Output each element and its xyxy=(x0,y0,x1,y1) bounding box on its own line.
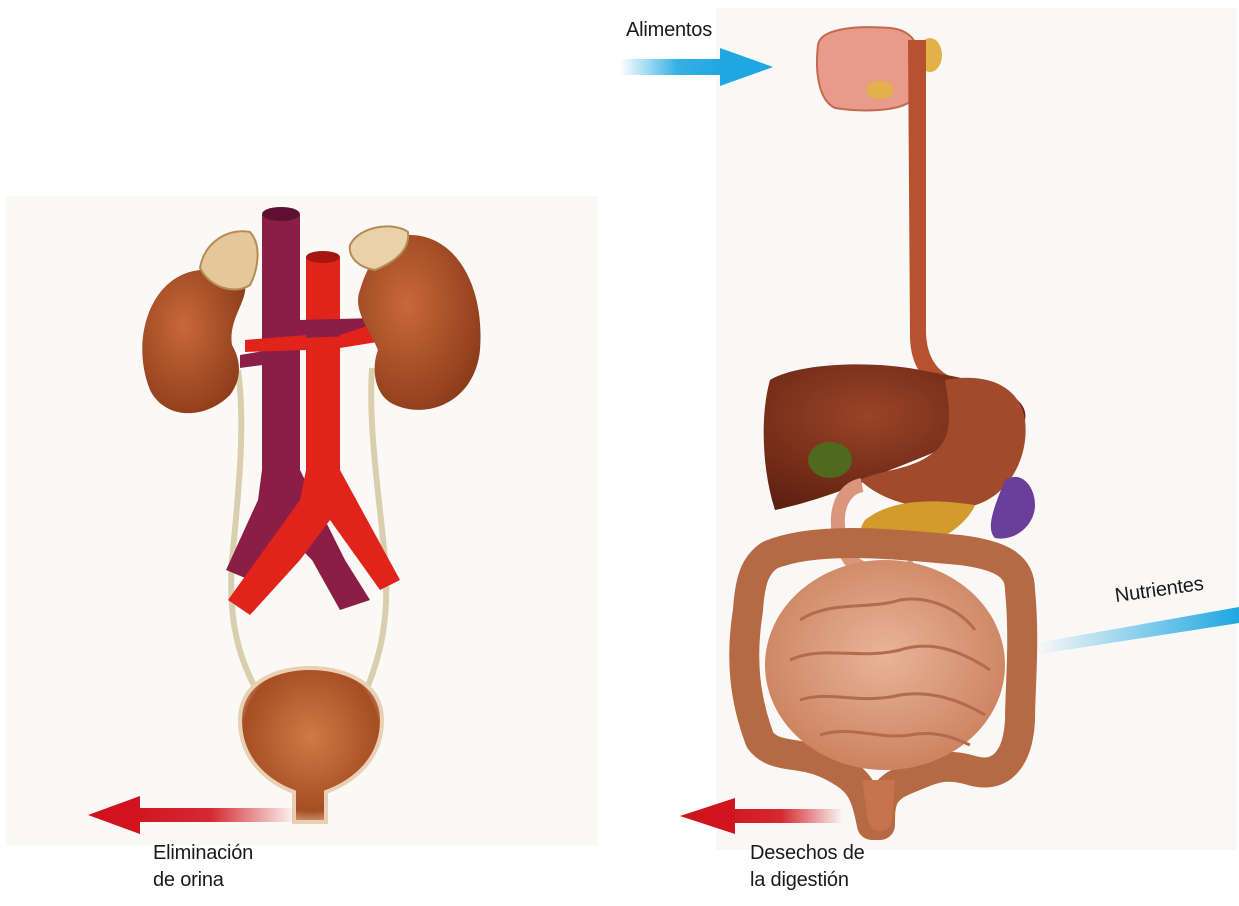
waste-label-line2: la digestión xyxy=(750,867,865,894)
waste-label-line1: Desechos de xyxy=(750,840,865,867)
food-label: Alimentos xyxy=(626,17,712,44)
urine-label-line2: de orina xyxy=(153,867,253,894)
urine-elimination-label: Eliminación de orina xyxy=(153,840,253,894)
urine-label-line1: Eliminación xyxy=(153,840,253,867)
small-intestine xyxy=(765,560,1005,770)
gallbladder xyxy=(808,442,852,478)
food-label-text: Alimentos xyxy=(626,17,712,44)
mouth-cavity xyxy=(817,27,918,110)
digestion-waste-label: Desechos de la digestión xyxy=(750,840,865,894)
